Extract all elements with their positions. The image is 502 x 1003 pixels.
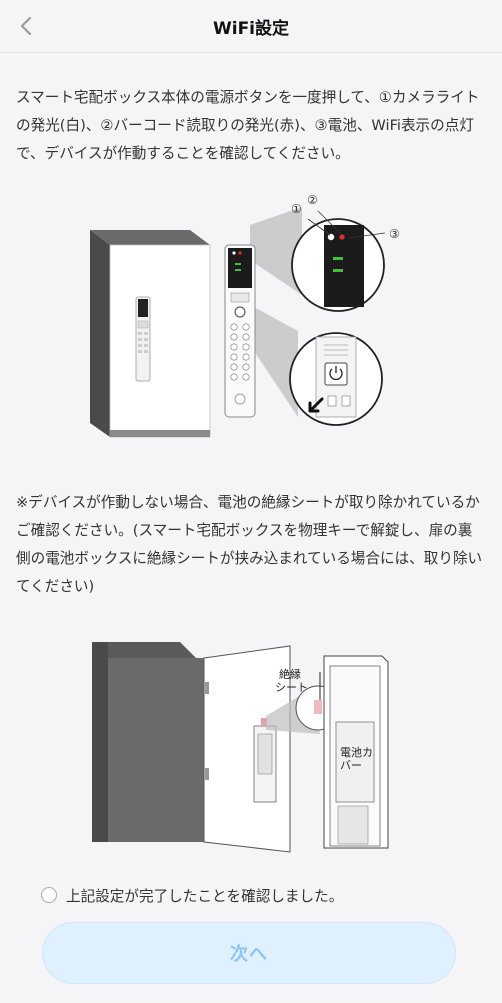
box-side-face (90, 230, 110, 437)
battery-cover-panel (323, 655, 389, 849)
marker-2: ② (307, 193, 318, 207)
box-top-face (90, 230, 210, 245)
battery-sheet-illustration: 絶縁 シート 電池カ バー (92, 642, 389, 853)
battery-indicator (333, 257, 343, 260)
open-door (203, 645, 291, 853)
zoom-cone-top (250, 207, 302, 295)
control-panel-illustration (224, 244, 256, 418)
sheet-label-2: シート (275, 681, 308, 694)
zoom-circle-power (289, 332, 383, 426)
box-interior (108, 658, 204, 842)
next-button[interactable]: 次へ (42, 922, 456, 984)
box-top-face (92, 642, 196, 658)
instruction-text: スマート宅配ボックス本体の電源ボタンを一度押して、①カメラライトの発光(白)、②… (16, 89, 480, 162)
zoom-circle-leds (291, 210, 386, 312)
barcode-led (339, 234, 345, 240)
zoom-cone-bottom (250, 305, 298, 417)
box-side-face (92, 642, 108, 842)
chevron-left-icon (20, 16, 32, 36)
sheet-label: 絶縁 (279, 667, 301, 681)
marker-3: ③ (389, 227, 400, 241)
box-base (110, 430, 210, 437)
marker-1: ① (291, 202, 302, 216)
insulation-sheet (314, 700, 322, 714)
confirm-checkbox-row[interactable]: 上記設定が完了したことを確認しました。 (41, 882, 343, 908)
power-icon (329, 368, 343, 381)
press-arrow-icon (308, 397, 324, 413)
device-power-illustration: ① ② ③ (90, 193, 400, 438)
wifi-indicator (333, 269, 343, 272)
camera-light-led (327, 233, 335, 241)
top-nav-bar: WiFi設定 (0, 0, 502, 53)
confirm-label: 上記設定が完了したことを確認しました。 (66, 887, 344, 905)
cover-label-2: バー (340, 759, 362, 772)
box-mini-panel (135, 296, 151, 382)
box-front-face (109, 244, 211, 438)
door-back-panel (253, 718, 277, 803)
back-button[interactable] (10, 10, 42, 42)
confirm-checkbox[interactable] (41, 887, 57, 903)
page-title: WiFi設定 (212, 19, 290, 39)
note-text: ※デバイスが作動しない場合、電池の絶縁シートが取り除かれているかご確認ください。… (16, 494, 483, 595)
cover-label: 電池カ (340, 746, 373, 759)
